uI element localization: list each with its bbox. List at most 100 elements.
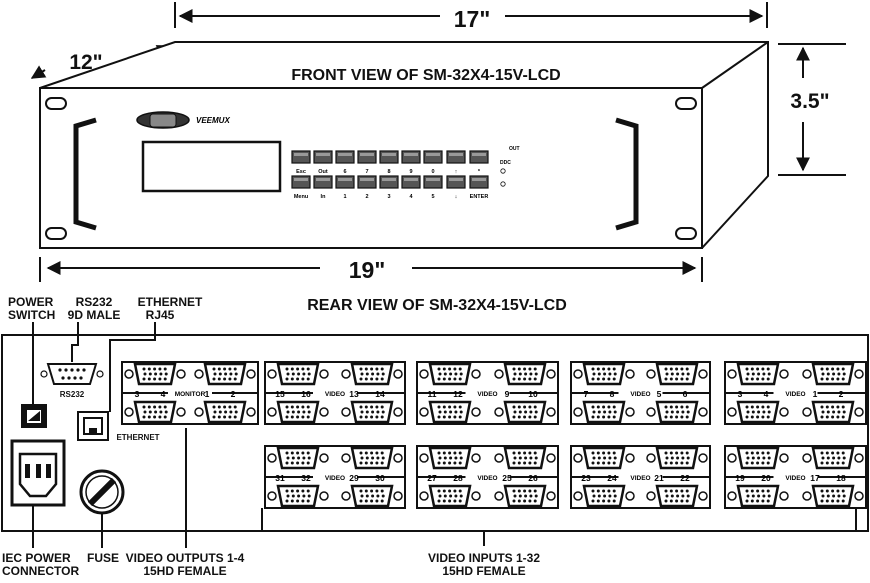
input-bottom-2-port-number: 24 xyxy=(607,473,617,483)
input-bottom-1-port-number: 28 xyxy=(453,473,463,483)
keypad-key-bottom-6[interactable] xyxy=(423,175,443,189)
input-top-0-port-a[interactable] xyxy=(267,362,329,386)
input-top-2-port-a[interactable] xyxy=(573,362,635,386)
input-top-0-port-b[interactable] xyxy=(341,362,403,386)
input-top-1-port-b[interactable] xyxy=(494,362,556,386)
led-out xyxy=(500,168,506,174)
input-bottom-2-port-d[interactable] xyxy=(646,484,708,508)
keypad-key-bottom-2[interactable] xyxy=(335,175,355,189)
keypad-key-top-3[interactable] xyxy=(357,150,377,164)
power-switch-label-2: SWITCH xyxy=(8,308,55,322)
keypad-key-bottom-4[interactable] xyxy=(379,175,399,189)
led-ddc xyxy=(500,181,506,187)
input-bottom-2-port-number: 21 xyxy=(654,473,664,483)
rs232-port-label: RS232 xyxy=(60,390,85,399)
keypad-key-top-0[interactable] xyxy=(291,150,311,164)
input-bottom-2-port-a[interactable] xyxy=(573,446,635,470)
video-inputs-label-2: 15HD FEMALE xyxy=(442,564,525,578)
keypad-key-bottom-5[interactable] xyxy=(401,175,421,189)
input-bottom-1-port-c[interactable] xyxy=(419,484,481,508)
keypad-key-top-4[interactable] xyxy=(379,150,399,164)
keypad-key-top-2[interactable] xyxy=(335,150,355,164)
input-bottom-0-port-d[interactable] xyxy=(341,484,403,508)
input-top-0-port-number: 14 xyxy=(375,389,385,399)
power-switch[interactable] xyxy=(21,404,47,428)
ethernet-label-2: RJ45 xyxy=(146,308,175,322)
video-label-top-1: VIDEO xyxy=(477,391,497,398)
keypad-label-top-7: ↑ xyxy=(455,169,458,175)
iec-power-connector[interactable] xyxy=(10,439,66,507)
input-bottom-0-port-number: 29 xyxy=(349,473,359,483)
keypad-key-top-8[interactable] xyxy=(469,150,489,164)
input-bottom-3-port-c[interactable] xyxy=(727,484,789,508)
video-label-top-3: VIDEO xyxy=(785,391,805,398)
output-port-a[interactable] xyxy=(124,362,186,386)
keypad-key-top-1[interactable] xyxy=(313,150,333,164)
input-top-2-port-number: 5 xyxy=(657,389,662,399)
input-top-2-port-c[interactable] xyxy=(573,400,635,424)
input-bottom-3-port-b[interactable] xyxy=(802,446,864,470)
rs232-port[interactable] xyxy=(40,363,104,385)
output-port-number: 4 xyxy=(161,389,166,399)
input-bottom-1-port-d[interactable] xyxy=(494,484,556,508)
keypad-label-top-0: Esc xyxy=(296,169,306,175)
keypad-label-top-4: 8 xyxy=(387,169,390,175)
input-top-3-port-d[interactable] xyxy=(802,400,864,424)
keypad-label-bottom-3: 2 xyxy=(365,194,368,200)
width-dimension-label: 17" xyxy=(454,6,491,32)
input-top-0-port-c[interactable] xyxy=(267,400,329,424)
input-bottom-1-port-b[interactable] xyxy=(494,446,556,470)
input-bottom-0-port-c[interactable] xyxy=(267,484,329,508)
input-top-2-port-d[interactable] xyxy=(646,400,708,424)
depth-dimension-label: 12" xyxy=(69,51,102,74)
callout-lines xyxy=(32,322,857,548)
keypad-key-top-5[interactable] xyxy=(401,150,421,164)
input-top-1-port-a[interactable] xyxy=(419,362,481,386)
input-bottom-0-port-a[interactable] xyxy=(267,446,329,470)
height-dimension-label: 3.5" xyxy=(790,90,829,113)
input-bottom-3-port-number: 20 xyxy=(761,473,771,483)
input-bottom-3-port-number: 18 xyxy=(836,473,846,483)
input-bottom-2-port-c[interactable] xyxy=(573,484,635,508)
input-bottom-3-port-d[interactable] xyxy=(802,484,864,508)
output-port-b[interactable] xyxy=(194,362,256,386)
keypad-key-bottom-8[interactable] xyxy=(469,175,489,189)
input-bottom-0-port-b[interactable] xyxy=(341,446,403,470)
keypad-key-top-6[interactable] xyxy=(423,150,443,164)
input-top-2-port-b[interactable] xyxy=(646,362,708,386)
keypad-label-bottom-7: ↓ xyxy=(455,194,458,200)
keypad-key-bottom-7[interactable] xyxy=(446,175,466,189)
front-view-title: FRONT VIEW OF SM-32X4-15V-LCD xyxy=(291,67,560,84)
input-bottom-2-port-b[interactable] xyxy=(646,446,708,470)
ethernet-port[interactable] xyxy=(77,411,109,441)
input-bottom-3-port-a[interactable] xyxy=(727,446,789,470)
input-top-0-port-d[interactable] xyxy=(341,400,403,424)
output-port-d[interactable] xyxy=(194,400,256,424)
input-top-1-port-number: 9 xyxy=(505,389,510,399)
input-top-1-port-number: 11 xyxy=(428,389,437,399)
keypad-key-top-7[interactable] xyxy=(446,150,466,164)
led-ddc-label: DDC xyxy=(500,160,511,166)
keypad-label-top-3: 7 xyxy=(365,169,368,175)
input-top-1-port-d[interactable] xyxy=(494,400,556,424)
input-top-3-port-b[interactable] xyxy=(802,362,864,386)
input-bottom-3-port-number: 17 xyxy=(810,473,820,483)
keypad-key-bottom-3[interactable] xyxy=(357,175,377,189)
input-top-2-port-number: 8 xyxy=(610,389,615,399)
output-port-c[interactable] xyxy=(124,400,186,424)
keypad-key-bottom-1[interactable] xyxy=(313,175,333,189)
input-bottom-1-port-a[interactable] xyxy=(419,446,481,470)
rack-width-dimension-label: 19" xyxy=(349,257,386,283)
input-top-1-port-c[interactable] xyxy=(419,400,481,424)
keypad-key-bottom-0[interactable] xyxy=(291,175,311,189)
input-bottom-1-port-number: 25 xyxy=(502,473,512,483)
fuse-holder[interactable] xyxy=(79,469,125,515)
front-handles[interactable] xyxy=(73,117,639,231)
output-port-number: 2 xyxy=(231,389,236,399)
input-top-3-port-c[interactable] xyxy=(727,400,789,424)
iec-power-label-2: CONNECTOR xyxy=(2,564,79,578)
input-top-3-port-number: 4 xyxy=(764,389,769,399)
input-top-3-port-a[interactable] xyxy=(727,362,789,386)
input-bottom-1-port-number: 27 xyxy=(427,473,437,483)
keypad-label-top-5: 9 xyxy=(409,169,412,175)
